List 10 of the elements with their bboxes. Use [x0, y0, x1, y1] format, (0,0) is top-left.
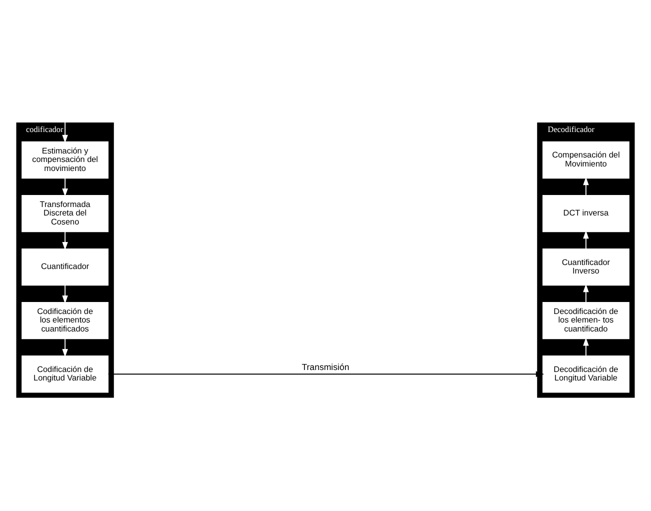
edge-label: Transmisión [302, 362, 350, 372]
arrow [583, 338, 589, 356]
arrow [62, 338, 68, 358]
arrow [108, 371, 544, 377]
arrow [583, 284, 589, 303]
arrow [62, 178, 68, 197]
arrow [62, 284, 68, 304]
arrow [583, 230, 589, 250]
arrow [62, 231, 68, 250]
arrow [583, 176, 589, 196]
